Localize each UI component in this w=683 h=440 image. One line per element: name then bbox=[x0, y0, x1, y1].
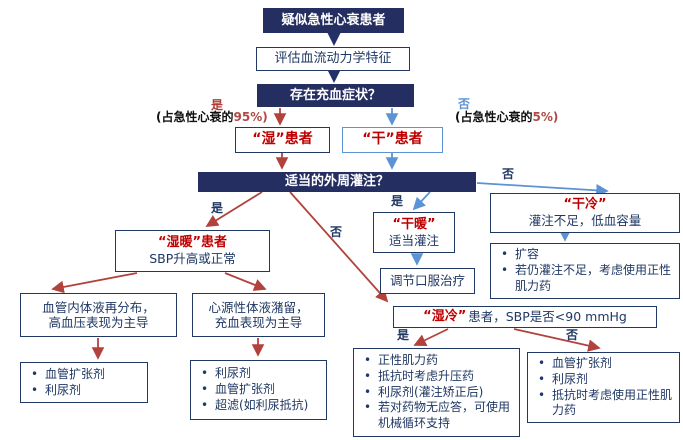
treatment-box-redistribution: 血管扩张剂 利尿剂 bbox=[20, 362, 148, 403]
treatment-item: 利尿剂 bbox=[25, 383, 105, 399]
branch-label-no-drycold: 否 bbox=[502, 167, 515, 181]
branch-label-no-wetcold: 否 bbox=[330, 225, 343, 239]
pct-5-value: 5%) bbox=[532, 110, 559, 124]
treatment-box-wet-cold-no: 血管扩张剂 利尿剂 抵抗时考虑使用正性肌力药 bbox=[527, 352, 680, 423]
branch-label-yes-drywarm: 是 bbox=[391, 194, 404, 208]
treatment-item: 超滤(如利尿抵抗) bbox=[195, 398, 308, 414]
treatment-item: 正性肌力药 bbox=[358, 353, 515, 369]
dry-cold-title: “干冷” bbox=[563, 197, 607, 213]
retention-line1: 心源性体液潴留， bbox=[208, 299, 309, 315]
node-dry-patient: “干”患者 bbox=[342, 127, 443, 153]
node-assess-hemodynamics: 评估血流动力学特征 bbox=[256, 47, 410, 71]
branch-label-no-sbp: 否 bbox=[566, 328, 579, 342]
pct-label-95: (占急性心衰的95%) bbox=[156, 111, 268, 123]
treatment-item: 扩容 bbox=[495, 247, 675, 263]
wet-cold-yes-treatment-list: 正性肌力药 抵抗时考虑升压药 利尿剂(灌注矫正后) 若对药物无应答，可使用机械循… bbox=[358, 353, 515, 432]
treatment-item: 利尿剂 bbox=[532, 372, 675, 388]
wet-cold-title: “湿冷” bbox=[423, 309, 467, 325]
pct-95-prefix: (占急性心衰的 bbox=[156, 110, 234, 124]
treatment-item: 若仍灌注不足，考虑使用正性肌力药 bbox=[495, 263, 675, 295]
pct-95-value: 95%) bbox=[233, 110, 268, 124]
branch-label-yes-sbp: 是 bbox=[397, 328, 410, 342]
branch-label-yes-congestion: 是 bbox=[211, 98, 224, 112]
wet-cold-question: 患者，SBP是否<90 mmHg bbox=[468, 309, 627, 325]
treatment-item: 血管扩张剂 bbox=[25, 367, 105, 383]
branch-label-no-congestion: 否 bbox=[458, 97, 471, 111]
redistribution-line2: 高血压表现为主导 bbox=[48, 315, 149, 330]
treatment-item: 血管扩张剂 bbox=[195, 382, 308, 398]
node-dry-warm: “干暖” 适当灌注 bbox=[373, 212, 455, 253]
dry-warm-subtitle: 适当灌注 bbox=[388, 232, 439, 248]
treatment-item: 若对药物无应答，可使用机械循环支持 bbox=[358, 400, 515, 432]
node-wet-warm: “湿暖”患者 SBP升高或正常 bbox=[115, 230, 270, 272]
node-retention: 心源性体液潴留， 充血表现为主导 bbox=[192, 293, 325, 337]
dry-cold-subtitle: 灌注不足，低血容量 bbox=[528, 213, 642, 229]
node-oral-therapy: 调节口服治疗 bbox=[380, 268, 475, 294]
branch-label-yes-wetwarm: 是 bbox=[211, 201, 224, 215]
redistribution-line1: 血管内体液再分布， bbox=[42, 299, 155, 315]
treatment-box-retention: 利尿剂 血管扩张剂 超滤(如利尿抵抗) bbox=[190, 360, 327, 420]
treatment-item: 抵抗时考虑使用正性肌力药 bbox=[532, 388, 675, 420]
treatment-item: 利尿剂 bbox=[195, 366, 308, 382]
treatment-item: 血管扩张剂 bbox=[532, 356, 675, 372]
wet-warm-title: “湿暖”患者 bbox=[157, 235, 228, 251]
node-dry-cold: “干冷” 灌注不足，低血容量 bbox=[490, 193, 680, 233]
retention-treatment-list: 利尿剂 血管扩张剂 超滤(如利尿抵抗) bbox=[195, 366, 308, 413]
node-redistribution: 血管内体液再分布， 高血压表现为主导 bbox=[20, 293, 177, 337]
redistribution-treatment-list: 血管扩张剂 利尿剂 bbox=[25, 367, 105, 399]
wet-cold-no-treatment-list: 血管扩张剂 利尿剂 抵抗时考虑使用正性肌力药 bbox=[532, 356, 675, 419]
node-congestion-question: 存在充血症状？ bbox=[257, 84, 414, 107]
pct-5-prefix: (占急性心衰的 bbox=[455, 110, 533, 124]
treatment-box-dry-cold: 扩容 若仍灌注不足，考虑使用正性肌力药 bbox=[490, 243, 680, 299]
node-suspected-ahf: 疑似急性心衰患者 bbox=[263, 8, 404, 33]
node-perfusion-question: 适当的外周灌注？ bbox=[198, 172, 476, 192]
pct-label-5: (占急性心衰的5%) bbox=[455, 111, 558, 123]
wet-warm-subtitle: SBP升高或正常 bbox=[149, 251, 236, 267]
dry-cold-treatment-list: 扩容 若仍灌注不足，考虑使用正性肌力药 bbox=[495, 247, 675, 294]
treatment-box-wet-cold-yes: 正性肌力药 抵抗时考虑升压药 利尿剂(灌注矫正后) 若对药物无应答，可使用机械循… bbox=[353, 348, 520, 437]
treatment-item: 利尿剂(灌注矫正后) bbox=[358, 385, 515, 401]
node-wet-patient: “湿”患者 bbox=[235, 127, 330, 153]
retention-line2: 充血表现为主导 bbox=[214, 315, 303, 330]
treatment-item: 抵抗时考虑升压药 bbox=[358, 369, 515, 385]
dry-warm-title: “干暖” bbox=[392, 216, 436, 232]
node-wet-cold: “湿冷” 患者，SBP是否<90 mmHg bbox=[393, 306, 657, 328]
